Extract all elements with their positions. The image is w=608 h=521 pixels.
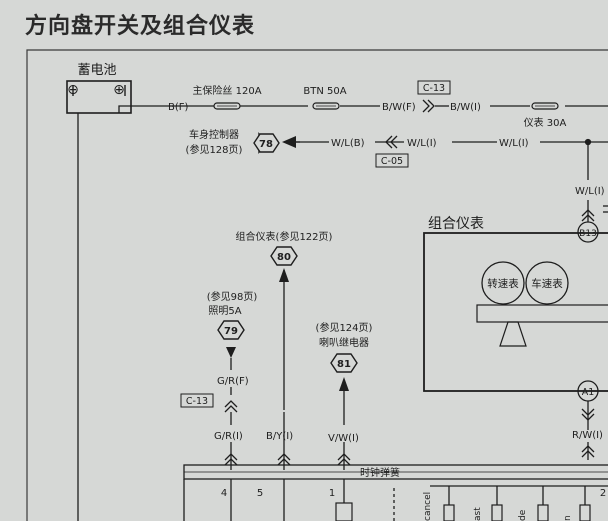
connector-c05: C-05 — [381, 156, 403, 167]
hexagon-80 — [270, 246, 298, 266]
pin-a1: A1 — [582, 387, 595, 398]
wire-label-b-w-f: B/W(F) — [382, 102, 416, 113]
wire-label-w-l-i-right: W/L(I) — [499, 138, 529, 149]
body-controller-ref-page: (参见128页) — [186, 143, 243, 156]
bottom-label-cancel: cancel — [423, 492, 433, 521]
wire-label-b-f: B(F) — [168, 102, 189, 113]
tachometer-label: 转速表 — [487, 277, 519, 290]
battery-neg-icon: ⊖ — [67, 82, 79, 98]
battery-pos-icon: ⊕ — [113, 82, 125, 98]
hexagon-78 — [253, 133, 280, 153]
battery-box — [66, 80, 132, 114]
connector-c13-left: C-13 — [186, 396, 208, 407]
hexagon-80-label: 80 — [277, 252, 291, 263]
battery-label: 蓄电池 — [77, 63, 116, 78]
wire-label-w-l-i-mid: W/L(I) — [407, 138, 437, 149]
pin-5: 5 — [257, 488, 263, 499]
horn-ref-label: 喇叭继电器 — [319, 336, 369, 349]
cluster-box — [423, 232, 608, 392]
horn-ref-page: (参见124页) — [316, 321, 373, 334]
speedometer-label: 车速表 — [531, 277, 563, 290]
bottom-label-n: n — [563, 515, 573, 521]
connector-c13-top-box — [417, 80, 451, 95]
lighting-ref-page: (参见98页) — [207, 290, 258, 303]
connector-c13-left-box — [180, 393, 214, 408]
hexagon-79-label: 79 — [224, 326, 238, 337]
lighting-ref-label: 照明5A — [208, 305, 241, 317]
connector-c05-box — [375, 153, 409, 168]
pin-1: 1 — [329, 488, 335, 499]
wire-label-w-l-i-vert: W/L(I) — [575, 186, 605, 197]
wire-label-r-w-i: R/W(I) — [572, 430, 603, 441]
hexagon-78-label: 78 — [259, 139, 273, 150]
body-controller-label: 车身控制器 — [189, 128, 239, 141]
fuse-meter-label: 仪表 30A — [524, 116, 567, 129]
fuse-main-label: 主保险丝 120A — [192, 84, 261, 97]
wire-label-g-r-i: G/R(I) — [214, 431, 243, 442]
meter-ref-label: 组合仪表(参见122页) — [236, 230, 333, 243]
wire-label-g-r-f: G/R(F) — [217, 376, 249, 387]
hexagon-81-label: 81 — [337, 359, 351, 370]
arrow-to-78 — [282, 136, 296, 148]
bottom-label-last: ast — [473, 507, 483, 521]
clock-spring-label: 时钟弹簧 — [360, 466, 400, 479]
wire-label-w-l-b: W/L(B) — [331, 138, 365, 149]
fuse-btn-label: BTN 50A — [303, 86, 346, 97]
connector-c13-top: C-13 — [423, 83, 445, 94]
hexagon-79 — [217, 320, 245, 340]
cluster-title: 组合仪表 — [428, 216, 484, 232]
pin-b13: B13 — [579, 229, 597, 239]
tachometer-gauge — [481, 261, 525, 305]
bottom-label-de: de — [518, 509, 528, 521]
speedometer-gauge — [525, 261, 569, 305]
pin-2: 2 — [600, 488, 606, 499]
wire-label-b-y-i: B/Y(I) — [266, 431, 293, 442]
wire-label-v-w-i: V/W(I) — [328, 433, 359, 444]
pin-4: 4 — [221, 488, 227, 499]
wire-label-b-w-i: B/W(I) — [450, 102, 481, 113]
hexagon-81 — [330, 353, 358, 373]
page-title: 方向盘开关及组合仪表 — [25, 14, 256, 39]
